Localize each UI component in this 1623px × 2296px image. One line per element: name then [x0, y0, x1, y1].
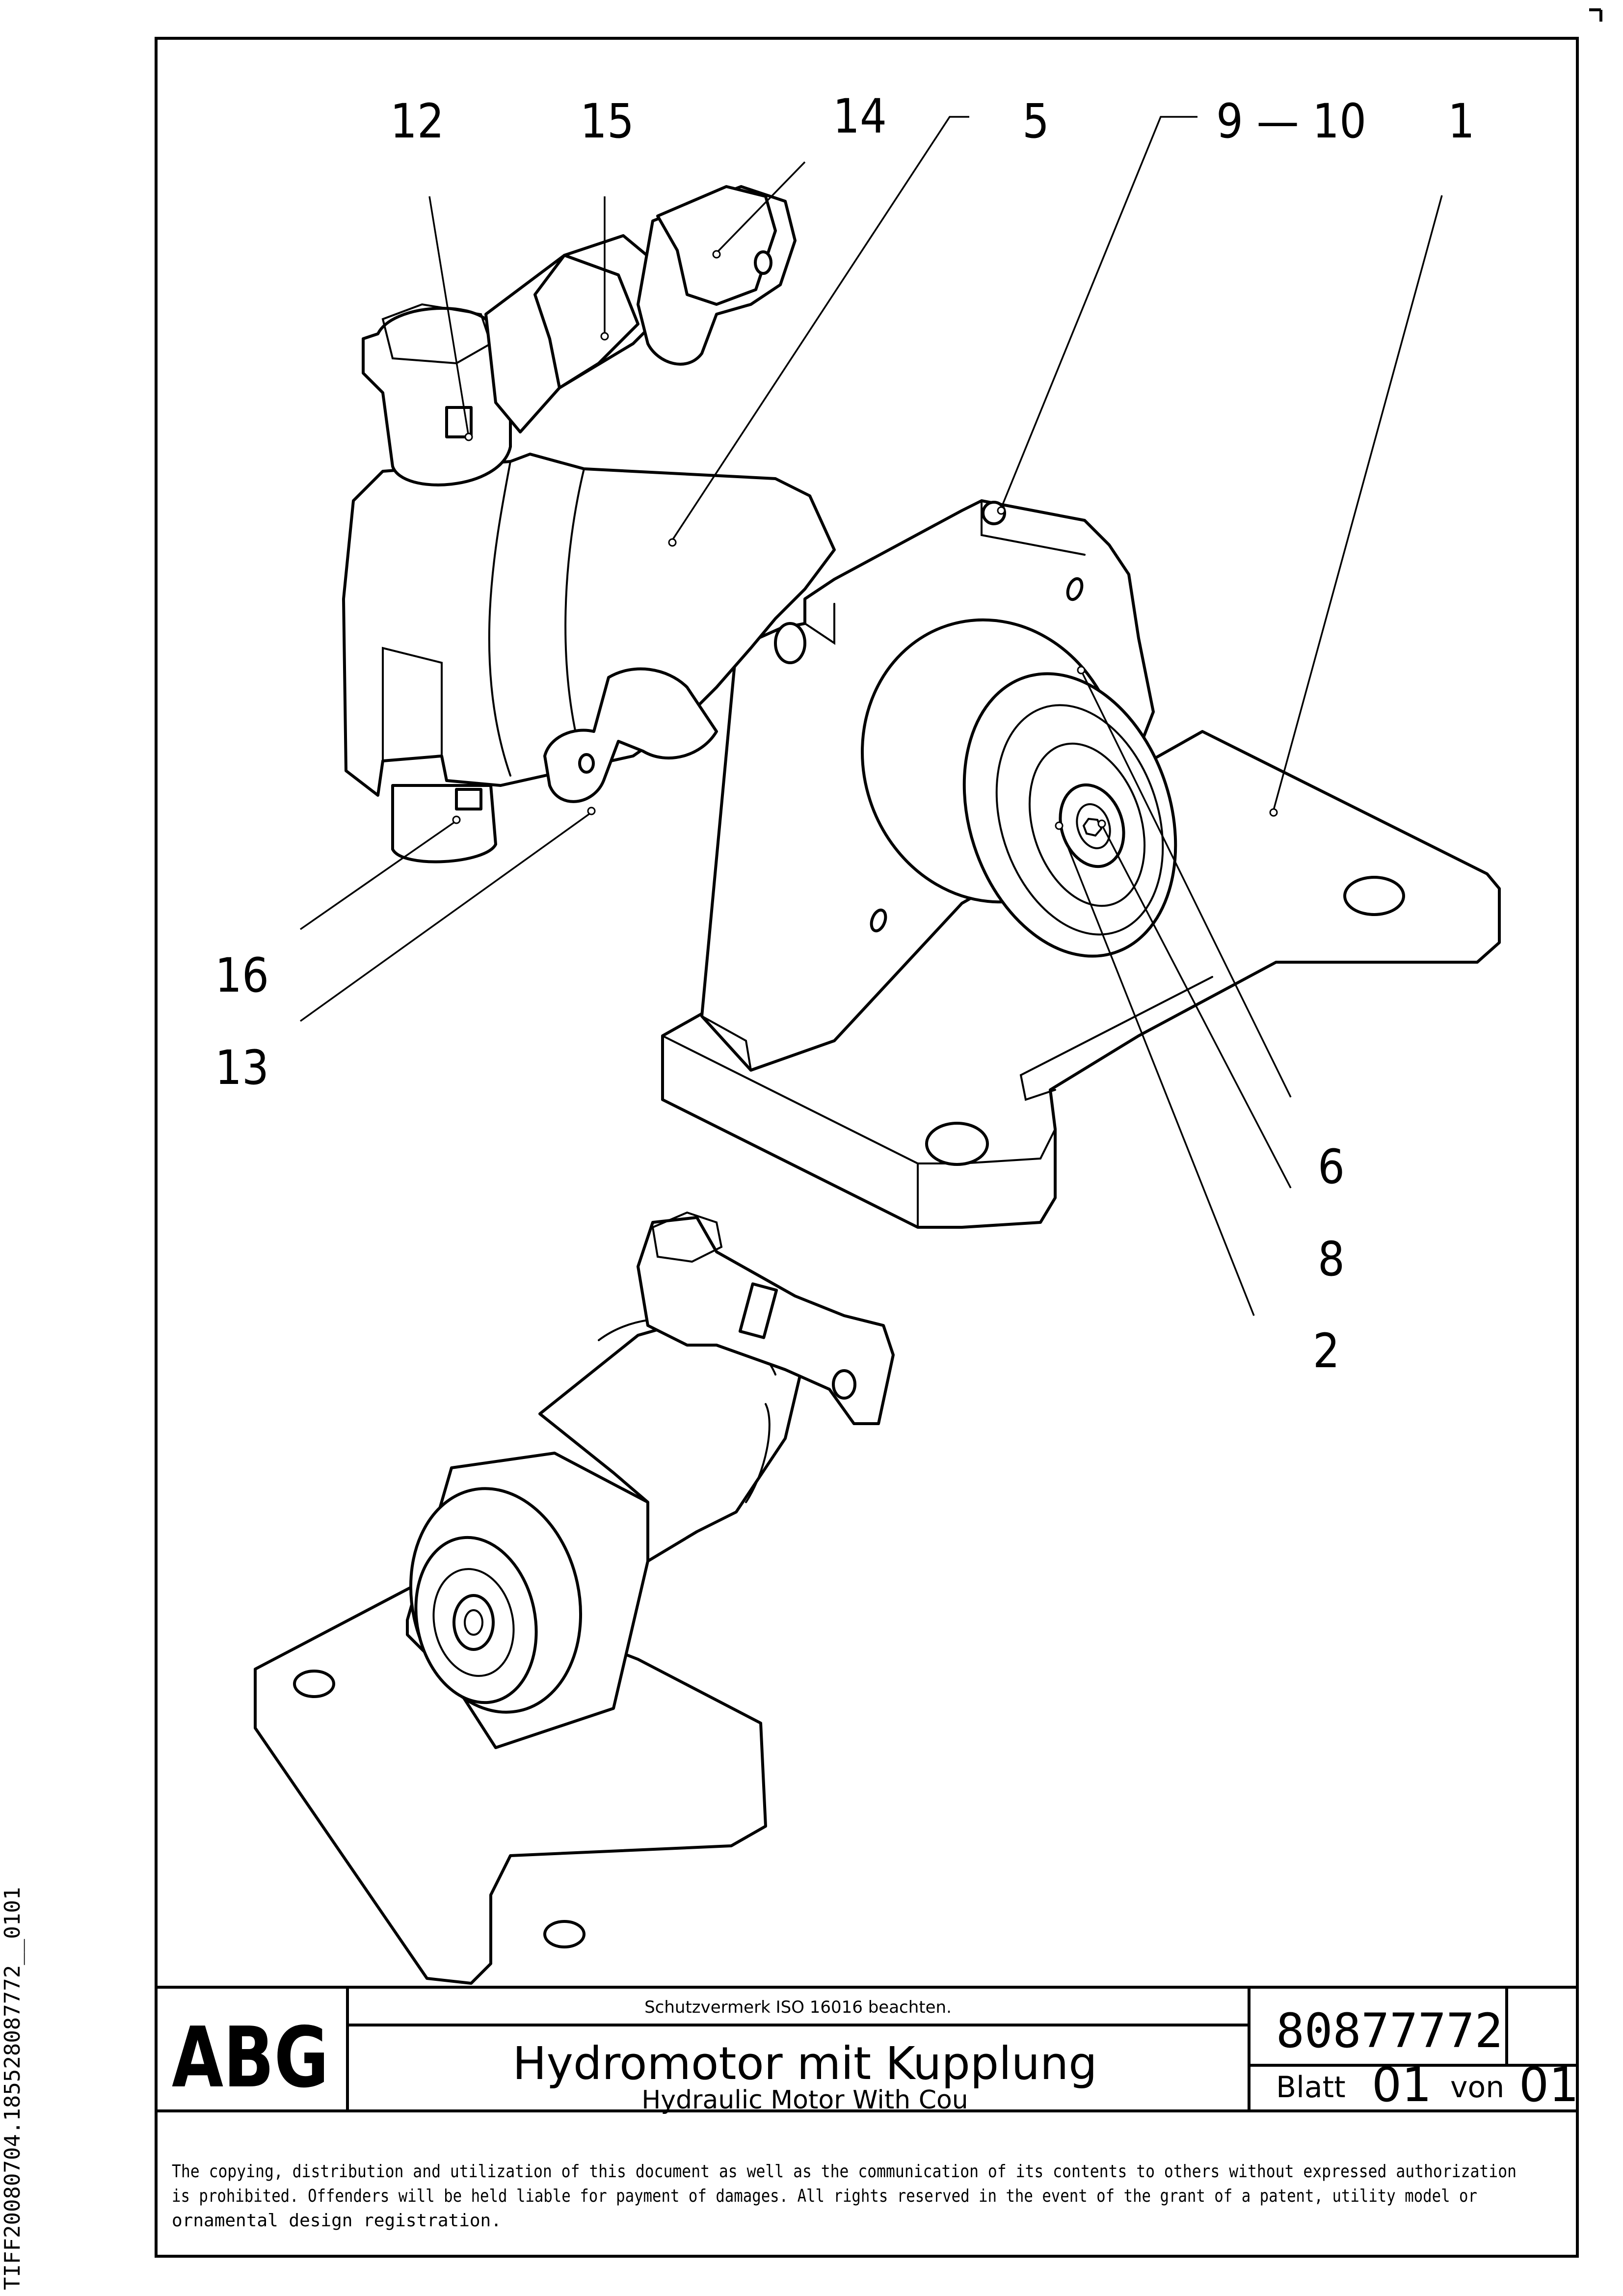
callout-8: 8 [1318, 1232, 1345, 1287]
shaft-end [1076, 803, 1111, 849]
copyright-notice: The copying, distribution and utilizatio… [172, 2161, 1517, 2231]
callout-5: 5 [1022, 94, 1049, 149]
company-logo: ABG [172, 2009, 329, 2107]
callout-16: 16 [215, 948, 269, 1003]
notice-line: ornamental design registration. [172, 2211, 502, 2231]
base-hole [925, 1122, 989, 1166]
fitting-port [754, 250, 772, 275]
leader-dot [1269, 808, 1278, 817]
small-shaft-end [464, 1609, 483, 1636]
pin [774, 622, 806, 664]
small-fitting-port [832, 1369, 856, 1400]
leader-5 [671, 116, 969, 540]
sheet-total: 01 [1519, 2057, 1579, 2112]
small-plug-hex [651, 1211, 723, 1263]
leader-12 [428, 196, 470, 437]
leader-dot [997, 506, 1006, 515]
callout-labels: 12 15 14 5 9 — 10 1 16 13 6 8 2 [215, 89, 1475, 1378]
side-file-label: TIFF20080704.185528087772__0101 [0, 1887, 25, 2290]
callout-13: 13 [215, 1040, 269, 1095]
lower-plug-nut [455, 788, 482, 810]
leader-lines [299, 116, 1443, 1316]
callout-12: 12 [390, 94, 444, 149]
upper-plug-nut [445, 406, 473, 438]
small-base-hole [293, 1670, 335, 1698]
sheet-label: Blatt [1276, 2070, 1346, 2105]
callout-1: 1 [1448, 94, 1475, 149]
leader-9-10 [1000, 116, 1197, 509]
coupling-ring [995, 704, 1164, 936]
leader-dot [464, 432, 473, 441]
bracket-bolt-hole [1066, 577, 1084, 601]
callout-14: 14 [833, 89, 887, 144]
motor-flange-band [382, 460, 585, 777]
notice-line: The copying, distribution and utilizatio… [172, 2161, 1517, 2182]
of-label: von [1450, 2070, 1504, 2105]
leader-14 [716, 161, 806, 254]
bracket-bolt-hole [870, 908, 887, 933]
small-shaft-end [452, 1594, 495, 1651]
drawing-title-en: Hydraulic Motor With Cou [641, 2085, 968, 2115]
leader-dot [1055, 821, 1064, 830]
leader-dot [600, 332, 609, 341]
leader-dot [1097, 819, 1106, 828]
drawing-title-de: Hydromotor mit Kupplung [512, 2037, 1097, 2090]
base-hole [1343, 876, 1405, 916]
leader-dot [452, 815, 461, 824]
secondary-assembly-view [254, 1211, 895, 1985]
sheet-number: 01 [1372, 2057, 1432, 2112]
callout-9-10: 9 — 10 [1216, 94, 1366, 149]
small-coupling-ring [432, 1568, 515, 1677]
mounting-bracket-edge [701, 500, 1086, 1071]
callout-2: 2 [1313, 1324, 1340, 1378]
callout-15: 15 [580, 94, 634, 149]
leader-6 [1081, 672, 1292, 1098]
leader-8 [1101, 824, 1292, 1189]
notice-line: is prohibited. Offenders will be held li… [172, 2186, 1477, 2206]
small-fitting-nut [738, 1282, 778, 1339]
main-assembly-view [342, 185, 1501, 1229]
leader-13 [299, 811, 592, 1022]
coupling-ring [1028, 742, 1146, 907]
callout-6: 6 [1318, 1139, 1345, 1194]
fitting-port [578, 753, 595, 774]
small-base-hole [543, 1920, 585, 1948]
elbow-fitting-block [656, 185, 777, 306]
leader-16 [300, 820, 457, 930]
title-block: ABG Schutzvermerk ISO 16016 beachten. Hy… [156, 1986, 1579, 2115]
base-plate [661, 730, 1501, 1229]
leader-1 [1273, 195, 1443, 810]
leader-2 [1059, 827, 1255, 1316]
leader-dot [668, 538, 677, 547]
document-number: 80877772 [1276, 2003, 1503, 2058]
leader-dot [1077, 666, 1086, 675]
leader-dot [712, 250, 721, 259]
protection-note: Schutzvermerk ISO 16016 beachten. [644, 1998, 952, 2017]
hex-socket [1082, 817, 1103, 837]
drawing-border [155, 37, 1579, 2258]
leader-dot [587, 807, 596, 815]
hose-fitting-nut [533, 254, 639, 389]
